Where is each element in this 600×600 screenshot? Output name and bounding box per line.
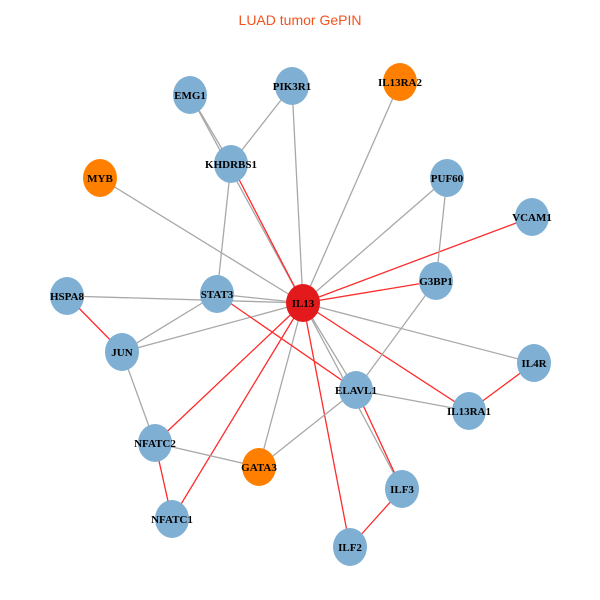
edge-stat3-elavl1 xyxy=(216,293,357,391)
node-circle xyxy=(138,424,172,462)
node-il4r[interactable]: IL4R xyxy=(517,344,551,382)
node-label: HSPA8 xyxy=(50,291,85,303)
node-circle xyxy=(50,277,84,315)
node-label: JUN xyxy=(111,347,132,359)
node-g3bp1[interactable]: G3BP1 xyxy=(419,262,453,300)
node-il13ra1[interactable]: IL13RA1 xyxy=(447,392,491,430)
node-label: G3BP1 xyxy=(419,276,453,288)
edge-il13-gata3 xyxy=(258,302,304,468)
edge-il13-nfatc2 xyxy=(154,302,304,444)
node-nfatc2[interactable]: NFATC2 xyxy=(134,424,176,462)
node-circle xyxy=(333,528,367,566)
node-label: PIK3R1 xyxy=(273,81,312,93)
edge-il13-khdrbs1 xyxy=(230,163,304,304)
edge-il13-il13ra1 xyxy=(302,302,470,412)
edge-stat3-jun xyxy=(121,293,218,353)
node-circle xyxy=(200,275,234,313)
edge-il13-nfatc1 xyxy=(171,302,304,520)
node-il13ra2[interactable]: IL13RA2 xyxy=(378,63,423,101)
edge-il13-g3bp1 xyxy=(302,280,437,304)
edge-il13-jun xyxy=(121,302,304,353)
edge-il13-il4r xyxy=(302,302,535,364)
node-label: IL13RA2 xyxy=(378,77,423,89)
node-ilf3[interactable]: ILF3 xyxy=(385,470,419,508)
node-pik3r1[interactable]: PIK3R1 xyxy=(273,67,312,105)
node-label: NFATC1 xyxy=(151,514,193,526)
node-khdrbs1[interactable]: KHDRBS1 xyxy=(205,145,257,183)
edge-g3bp1-elavl1 xyxy=(355,280,437,391)
node-label: ILF2 xyxy=(338,542,362,554)
node-stat3[interactable]: STAT3 xyxy=(200,275,234,313)
edge-il13-ilf2 xyxy=(302,302,351,548)
node-elavl1[interactable]: ELAVL1 xyxy=(335,371,377,409)
node-circle xyxy=(517,344,551,382)
node-vcam1[interactable]: VCAM1 xyxy=(512,198,552,236)
node-myb[interactable]: MYB xyxy=(83,159,117,197)
node-puf60[interactable]: PUF60 xyxy=(430,159,464,197)
node-emg1[interactable]: EMG1 xyxy=(173,76,207,114)
node-circle xyxy=(105,333,139,371)
node-circle xyxy=(385,470,419,508)
node-circle xyxy=(452,392,486,430)
node-circle xyxy=(275,67,309,105)
edge-il13-pik3r1 xyxy=(291,85,304,304)
node-nfatc1[interactable]: NFATC1 xyxy=(151,500,193,538)
node-circle xyxy=(383,63,417,101)
edge-gata3-elavl1 xyxy=(258,389,357,468)
node-label: KHDRBS1 xyxy=(205,159,257,171)
node-gata3[interactable]: GATA3 xyxy=(241,448,277,486)
node-circle xyxy=(242,448,276,486)
edge-elavl1-il13ra1 xyxy=(355,389,470,412)
node-label: GATA3 xyxy=(241,462,277,474)
node-circle xyxy=(286,284,320,322)
node-label: PUF60 xyxy=(431,173,464,185)
node-label: ILF3 xyxy=(390,484,414,496)
edge-il13-il13ra2 xyxy=(302,81,401,304)
node-circle xyxy=(155,500,189,538)
edge-il13-hspa8 xyxy=(66,295,304,304)
diagram-title: LUAD tumor GePIN xyxy=(238,12,362,28)
edge-il13-emg1 xyxy=(189,94,304,304)
node-label: IL13RA1 xyxy=(447,406,491,418)
node-il13[interactable]: IL13 xyxy=(286,284,320,322)
node-ilf2[interactable]: ILF2 xyxy=(333,528,367,566)
node-circle xyxy=(83,159,117,197)
node-circle xyxy=(214,145,248,183)
node-label: EMG1 xyxy=(174,90,206,102)
node-circle xyxy=(339,371,373,409)
edge-il13-myb xyxy=(99,177,304,304)
edge-khdrbs1-stat3 xyxy=(216,163,232,295)
node-label: MYB xyxy=(87,173,113,185)
node-circle xyxy=(430,159,464,197)
edge-nfatc2-gata3 xyxy=(154,442,260,468)
node-label: VCAM1 xyxy=(512,212,552,224)
node-label: IL4R xyxy=(521,358,547,370)
node-label: STAT3 xyxy=(201,289,234,301)
node-hspa8[interactable]: HSPA8 xyxy=(50,277,85,315)
node-circle xyxy=(173,76,207,114)
node-label: ELAVL1 xyxy=(335,385,377,397)
node-circle xyxy=(515,198,549,236)
edge-il13-vcam1 xyxy=(302,216,533,304)
node-jun[interactable]: JUN xyxy=(105,333,139,371)
edge-il13-puf60 xyxy=(302,177,448,304)
node-label: IL13 xyxy=(292,298,315,310)
node-circle xyxy=(419,262,453,300)
node-label: NFATC2 xyxy=(134,438,176,450)
